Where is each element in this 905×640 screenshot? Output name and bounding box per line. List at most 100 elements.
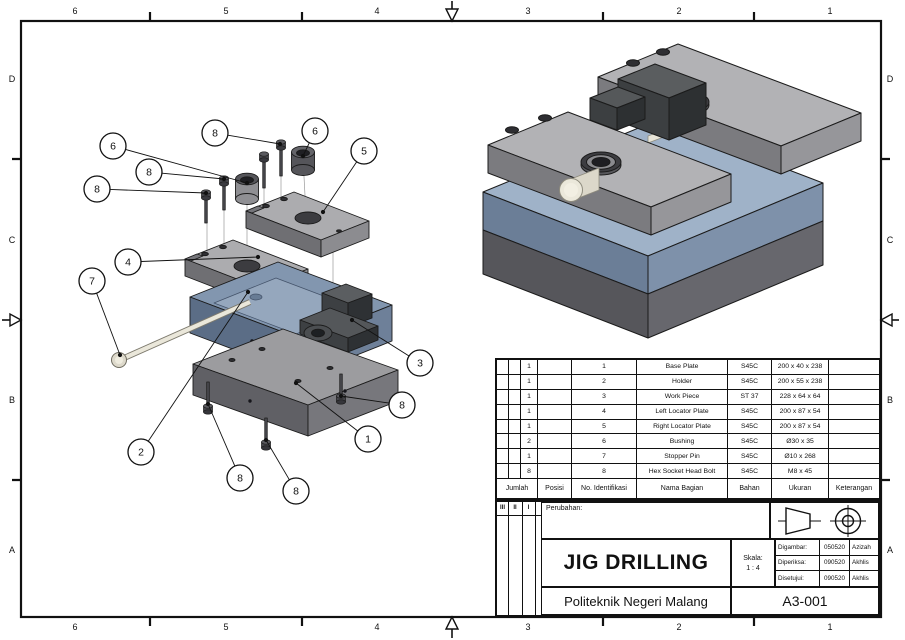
parts-table-cell: 7 — [572, 449, 636, 464]
approval-name: Akhlis — [850, 571, 878, 586]
parts-table-cell: S45C — [728, 404, 771, 419]
parts-table-cell: 1 — [521, 449, 537, 464]
parts-table-cell: Left Locator Plate — [637, 404, 727, 419]
revision-column-line — [522, 502, 523, 615]
parts-table-cell — [538, 449, 571, 464]
balloon-5: 5 — [320, 137, 378, 215]
exploded-view — [111, 139, 399, 451]
svg-text:7: 7 — [89, 276, 95, 288]
parts-table-cell: 200 x 87 x 54 — [772, 404, 828, 419]
stopper-pin-head — [559, 167, 600, 202]
border-zone-label: 5 — [223, 6, 229, 16]
svg-text:8: 8 — [94, 184, 100, 196]
svg-text:8: 8 — [399, 400, 405, 412]
base-plate — [192, 328, 399, 437]
parts-table-cell — [509, 404, 520, 419]
border-zone-label: 4 — [374, 622, 380, 632]
revision-column-line — [508, 502, 509, 615]
parts-table-cell — [497, 389, 508, 404]
svg-text:6: 6 — [110, 141, 116, 153]
parts-table-cell: S45C — [728, 434, 771, 449]
parts-table-cell: Work Piece — [637, 389, 727, 404]
parts-table-cell — [538, 434, 571, 449]
parts-table-cell: Ø30 x 35 — [772, 434, 828, 449]
parts-table-cell — [829, 374, 879, 389]
balloon-8: 8 — [201, 119, 283, 147]
balloon-circle — [83, 175, 111, 203]
parts-table-cell: 4 — [572, 404, 636, 419]
approval-date: 090520 — [820, 555, 849, 571]
balloon-circle — [282, 477, 310, 505]
centering-arrow-bottom — [444, 615, 460, 638]
balloon-circle — [354, 425, 382, 453]
parts-table-cell — [497, 360, 508, 374]
parts-table-cell — [497, 374, 508, 389]
balloon-8: 8 — [263, 437, 310, 505]
balloon-3: 3 — [349, 317, 434, 377]
parts-table-cell — [509, 419, 520, 434]
balloon-4: 4 — [114, 248, 261, 276]
border-zone-label: 2 — [676, 622, 682, 632]
parts-table-cell — [538, 404, 571, 419]
balloon-7: 7 — [78, 267, 123, 358]
border-zone-label: 3 — [525, 6, 531, 16]
parts-table-header: Jumlah — [497, 479, 537, 498]
parts-table-cell — [829, 404, 879, 419]
parts-table-cell: Bushing — [637, 434, 727, 449]
approval-date: 090520 — [820, 571, 849, 586]
stopper-pin — [111, 299, 252, 368]
parts-table-cell — [497, 434, 508, 449]
revision-column-line — [535, 502, 536, 615]
centering-arrow-left — [2, 312, 23, 328]
parts-table-cell: 1 — [521, 389, 537, 404]
parts-table-cell: 2 — [572, 374, 636, 389]
balloon-circle — [114, 248, 142, 276]
parts-table-cell: Hex Socket Head Bolt — [637, 464, 727, 479]
parts-table-cell: 5 — [572, 419, 636, 434]
assembled-view — [482, 43, 862, 339]
balloon-circle — [301, 117, 329, 145]
balloon-circle — [201, 119, 229, 147]
parts-table-cell — [538, 360, 571, 374]
balloon-8: 8 — [83, 175, 209, 203]
parts-table-cell — [538, 374, 571, 389]
parts-table-cell — [829, 389, 879, 404]
parts-table-cell — [538, 389, 571, 404]
parts-table-cell — [497, 404, 508, 419]
parts-table-cell: 1 — [521, 404, 537, 419]
parts-table-cell — [509, 360, 520, 374]
scale-value: 1 : 4 — [746, 564, 760, 572]
revision-notes-box: Perubahan: — [541, 502, 770, 539]
balloon-circle — [78, 267, 106, 295]
svg-text:3: 3 — [417, 358, 423, 370]
balloon-circle — [406, 349, 434, 377]
parts-table-cell: 200 x 55 x 238 — [772, 374, 828, 389]
parts-table-header: Posisi — [538, 479, 571, 498]
parts-table-cell — [538, 419, 571, 434]
parts-table-cell: 1 — [572, 360, 636, 374]
svg-text:4: 4 — [125, 257, 131, 269]
bushing-left — [235, 172, 259, 205]
border-zone-label: 5 — [223, 622, 229, 632]
parts-table-header: Bahan — [728, 479, 771, 498]
parts-table-cell: Base Plate — [637, 360, 727, 374]
balloon-circle — [99, 132, 127, 160]
parts-table-cell — [497, 449, 508, 464]
drawing-number: A3-001 — [731, 587, 879, 615]
parts-table-cell — [538, 464, 571, 479]
balloon-6: 6 — [300, 117, 329, 159]
parts-table-cell: 1 — [521, 360, 537, 374]
parts-table-cell: 1 — [521, 419, 537, 434]
parts-table-header: Ukuran — [772, 479, 828, 498]
parts-table-cell: S45C — [728, 419, 771, 434]
svg-text:2: 2 — [138, 447, 144, 459]
border-zone-label: B — [886, 395, 893, 405]
svg-text:8: 8 — [237, 473, 243, 485]
hex-bolts-bottom — [203, 373, 346, 451]
balloon-circle — [127, 438, 155, 466]
parts-table-cell: 6 — [572, 434, 636, 449]
parts-table: Jumlah Posisi No. Identifikasi Nama Bagi… — [495, 358, 881, 500]
